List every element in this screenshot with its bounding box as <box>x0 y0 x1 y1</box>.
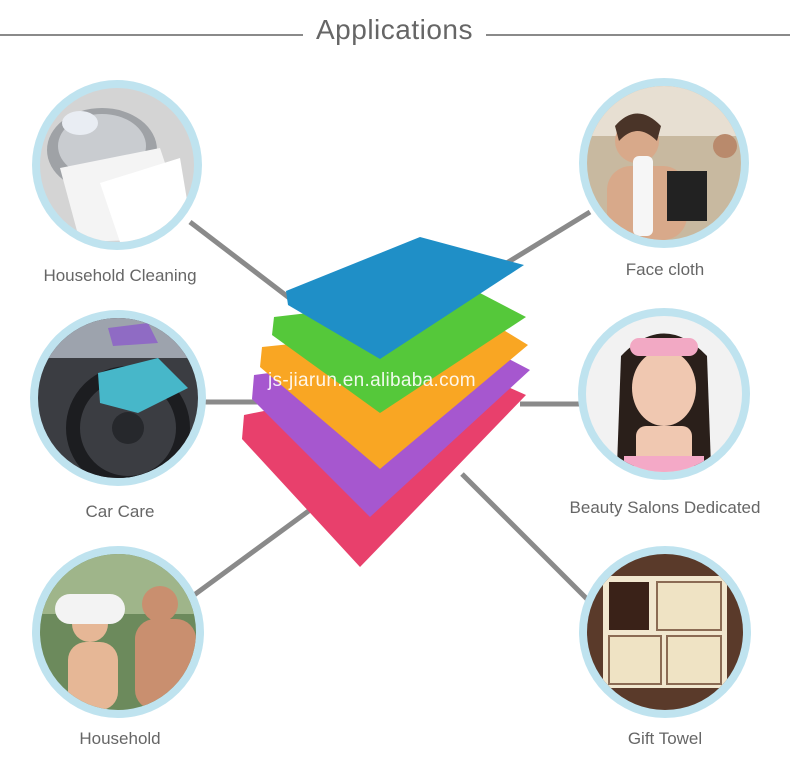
connector-household <box>188 507 312 601</box>
application-circle-household <box>32 546 204 718</box>
application-circle-household-cleaning <box>32 80 202 250</box>
application-label: Household <box>79 729 161 748</box>
pot-with-towel-icon <box>40 88 194 242</box>
watermark-text: js-jiarun.en.alibaba.com <box>268 370 476 391</box>
application-label: Gift Towel <box>627 729 703 748</box>
application-label: Face cloth <box>625 260 705 279</box>
connector-gift-towel <box>460 472 592 604</box>
woman-with-gym-towel-icon <box>587 86 741 240</box>
gift-box-towels-icon <box>587 554 743 710</box>
application-circle-face-cloth <box>579 78 749 248</box>
application-circle-car-care <box>30 310 206 486</box>
connector-household-cleaning <box>188 220 294 302</box>
application-circle-beauty-salons <box>578 308 750 480</box>
application-label: Household Cleaning <box>43 266 197 285</box>
application-label: Beauty Salons Dedicated <box>569 498 761 517</box>
application-circle-gift-towel <box>579 546 751 718</box>
header-divider-left <box>0 34 303 36</box>
towel-stack-image <box>242 237 530 567</box>
woman-with-headband-icon <box>586 316 742 472</box>
application-label: Car Care <box>85 502 155 521</box>
family-with-towel-icon <box>40 554 196 710</box>
car-steering-wheel-cloth-icon <box>38 318 198 478</box>
header-divider-right <box>486 34 790 36</box>
connector-face-cloth <box>503 209 592 267</box>
section-header: Applications <box>0 14 790 54</box>
section-title: Applications <box>316 14 473 45</box>
